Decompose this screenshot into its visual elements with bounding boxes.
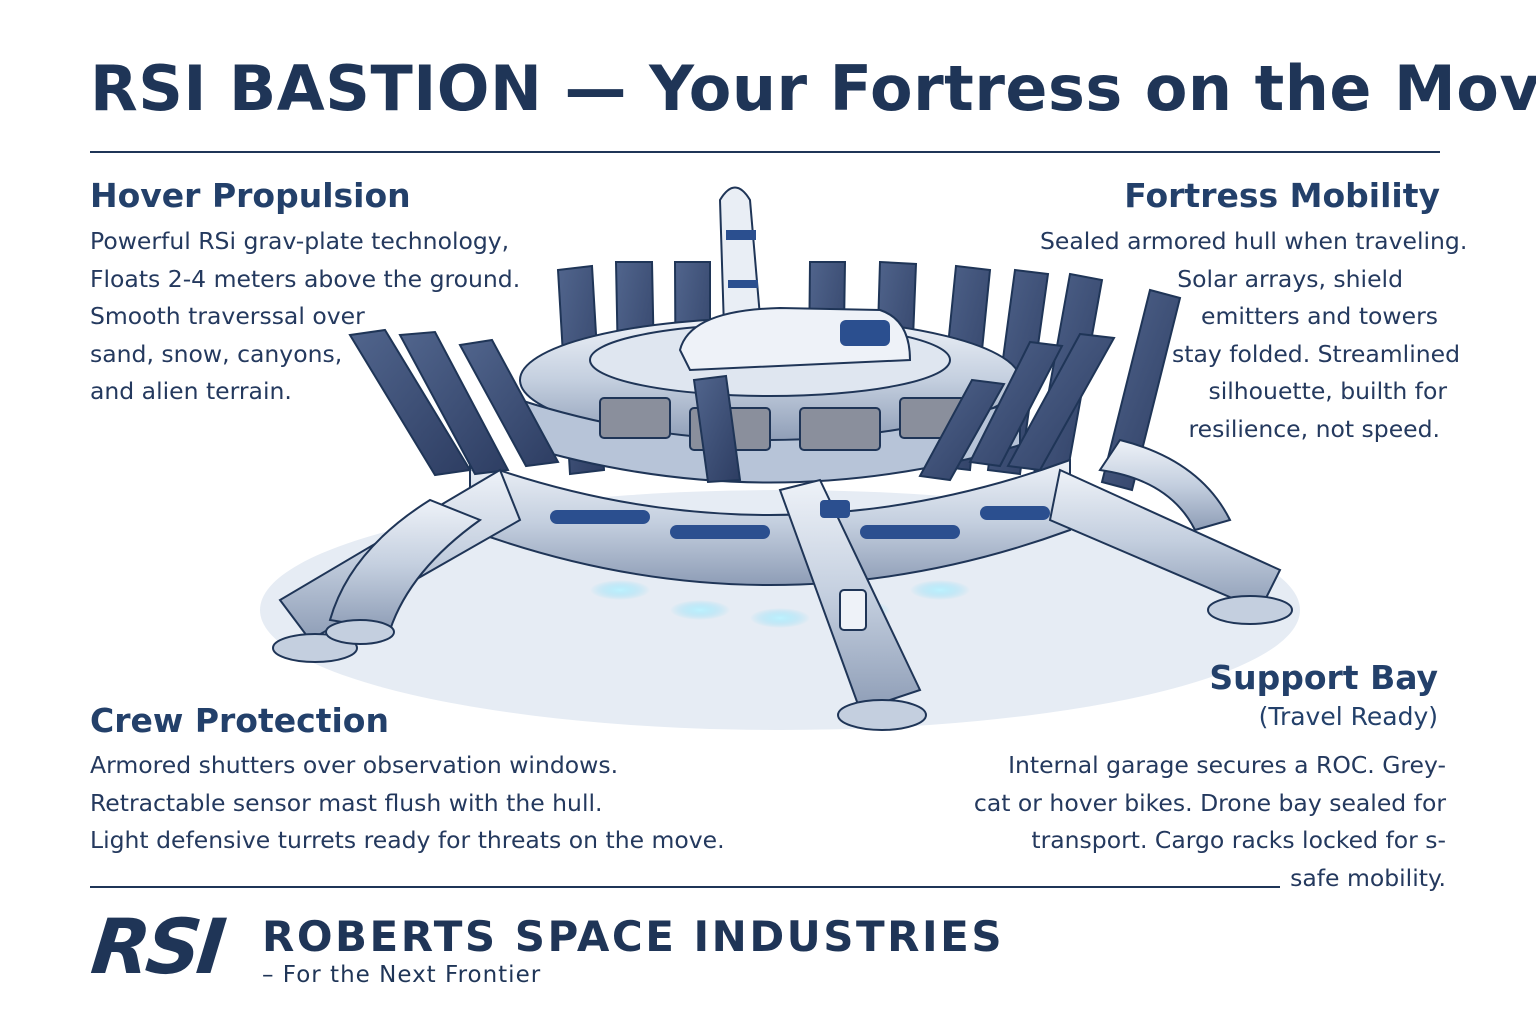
top-divider: [90, 151, 1440, 153]
text-line: safe mobility.: [1290, 863, 1446, 892]
text-line: Light defensive turrets ready for threat…: [90, 826, 725, 854]
support-bay-title: Support Bay: [1209, 658, 1438, 697]
company-tagline: – For the Next Frontier: [262, 962, 542, 988]
main-hull-ring: [469, 458, 1071, 586]
text-line: Solar arrays, shield: [1177, 264, 1403, 293]
front-solar-panels: [348, 328, 1116, 484]
solar-panel: [398, 330, 510, 476]
support-bay-text: Internal garage secures a ROC. Grey- cat…: [960, 747, 1446, 897]
text-line: sand, snow, canyons,: [90, 339, 343, 368]
text-line: Sealed armored hull when traveling.: [1040, 227, 1468, 255]
crew-protection-heading: Crew Protection: [90, 701, 389, 740]
solar-panel: [918, 378, 1006, 482]
text-line: Armored shutters over observation window…: [90, 751, 619, 779]
solar-panel: [348, 328, 472, 477]
text-line: Internal garage secures a ROC. Grey-: [1008, 751, 1446, 779]
text-line: and alien terrain.: [90, 377, 292, 405]
hull-slots: [550, 506, 1050, 539]
page-title: RSI BASTION — Your Fortress on the Move: [90, 52, 1536, 125]
solar-panel: [692, 374, 742, 484]
solar-panel: [968, 340, 1064, 468]
hover-propulsion-text: Powerful RSi grav-plate technology, Floa…: [90, 223, 520, 411]
text-line: silhouette, builth for: [1208, 377, 1447, 405]
fortress-mobility-text: Sealed armored hull when traveling. Sola…: [1040, 223, 1468, 448]
text-line: Smooth traverssal over: [90, 302, 365, 330]
text-line: Retractable sensor mast flush with the h…: [90, 788, 603, 817]
leg-pads: [272, 595, 1293, 731]
support-bay-note: (Travel Ready): [1258, 702, 1438, 731]
crew-protection-text: Armored shutters over observation window…: [90, 747, 725, 860]
company-name: ROBERTS SPACE INDUSTRIES: [262, 912, 1005, 961]
text-line: Powerful RSi grav-plate technology,: [90, 227, 510, 255]
bastion-vehicle-illustration: [260, 186, 1300, 731]
text-line: transport. Cargo racks locked for s-: [1031, 826, 1446, 854]
fortress-mobility-heading: Fortress Mobility: [1124, 176, 1440, 215]
solar-panel: [1006, 332, 1116, 472]
text-line: resilience, not speed.: [1188, 414, 1440, 443]
text-line: cat or hover bikes. Drone bay sealed for: [973, 788, 1446, 817]
text-line: emitters and towers: [1201, 302, 1438, 330]
text-line: Floats 2-4 meters above the ground.: [90, 264, 521, 293]
bottom-divider: [90, 886, 1280, 888]
rsi-logo: RSI: [87, 902, 227, 991]
solar-panel: [458, 338, 560, 468]
hover-propulsion-heading: Hover Propulsion: [90, 176, 411, 215]
text-line: stay folded. Streamlined: [1171, 339, 1460, 368]
support-bay-heading: Support Bay (Travel Ready): [1128, 660, 1438, 735]
